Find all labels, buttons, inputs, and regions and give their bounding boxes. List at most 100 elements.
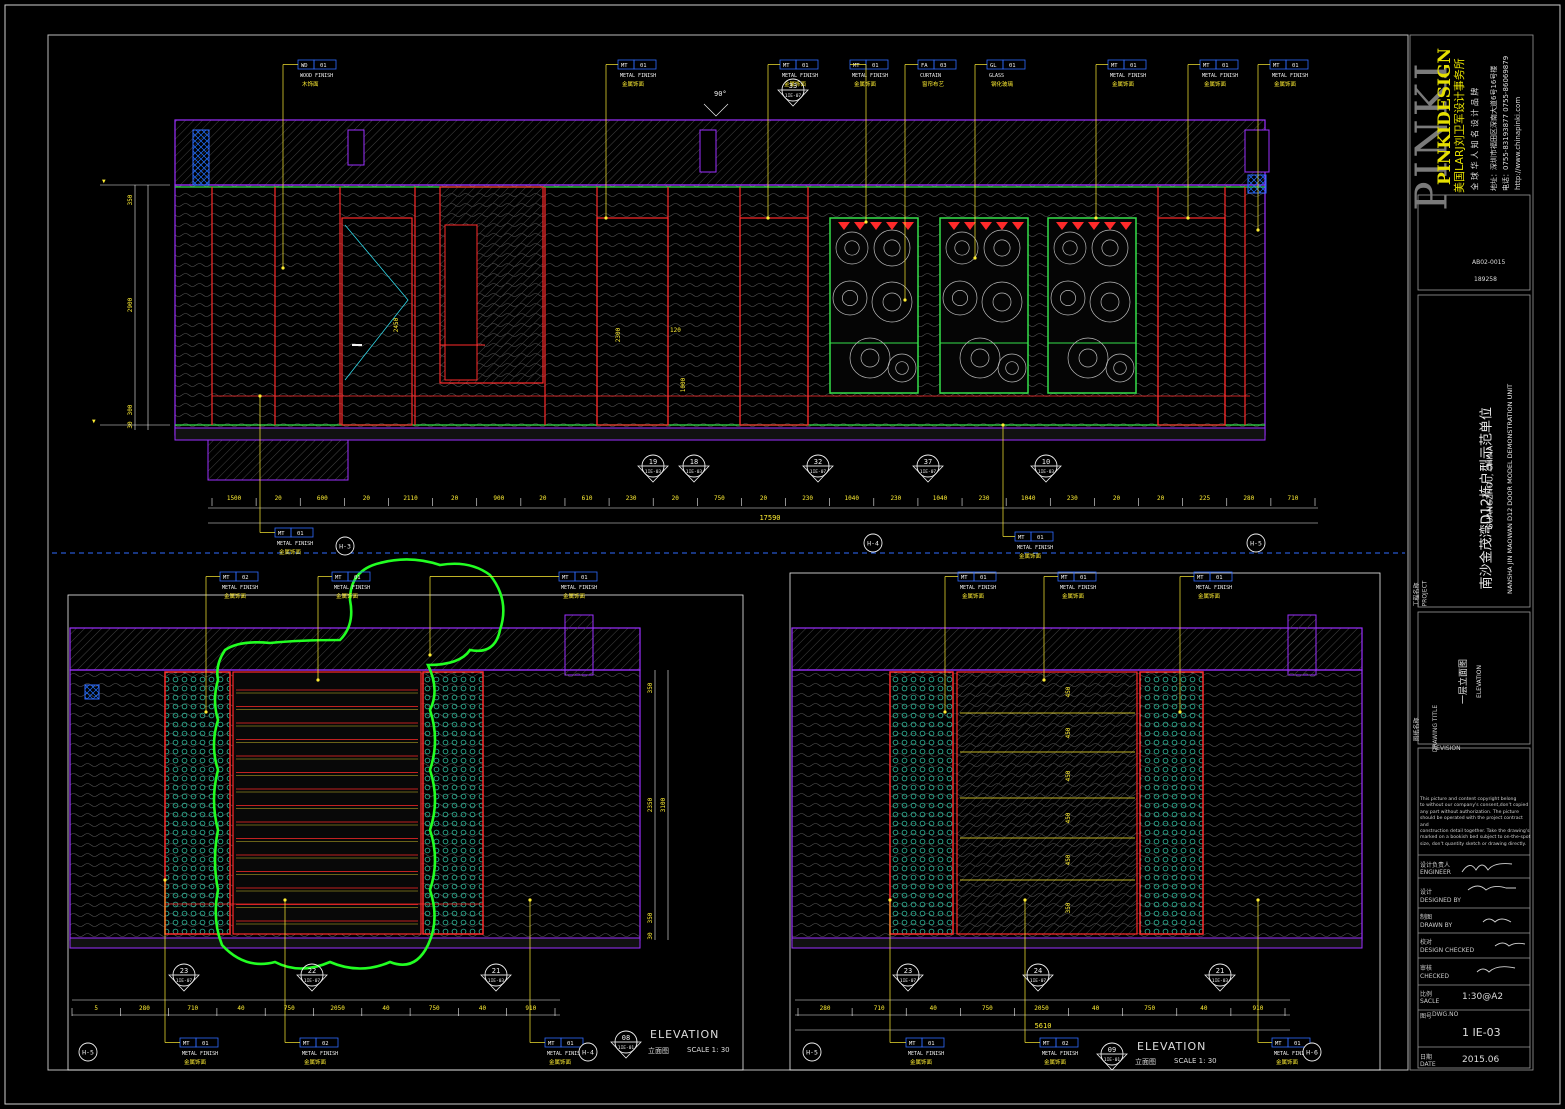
svg-text:910: 910 [1253, 1005, 1264, 1012]
svg-text:金属饰面: 金属饰面 [224, 592, 247, 600]
svg-text:5: 5 [94, 1005, 98, 1012]
svg-text:金属饰面: 金属饰面 [563, 592, 586, 600]
svg-text:GL: GL [990, 63, 997, 69]
svg-text:▼: ▼ [102, 178, 106, 185]
svg-text:MT: MT [783, 63, 790, 69]
svg-text:金属饰面: 金属饰面 [1112, 80, 1135, 88]
svg-text:710: 710 [187, 1005, 198, 1012]
project-en: NANSHA JIN MAOWAN D12 DOOR MODEL DEMONST… [1506, 383, 1514, 594]
drawn-by-label-cn: 制图 [1420, 914, 1433, 921]
svg-text:METAL FINISH: METAL FINISH [277, 541, 313, 547]
svg-text:1IE-01: 1IE-01 [1104, 1057, 1121, 1063]
svg-text:230: 230 [626, 495, 637, 502]
svg-text:1040: 1040 [845, 495, 860, 502]
svg-text:1040: 1040 [1021, 495, 1036, 502]
svg-text:METAL FINISH: METAL FINISH [852, 73, 888, 79]
svg-text:WD: WD [301, 63, 308, 69]
project-label-en: PROJECT [1421, 580, 1429, 607]
svg-text:MT: MT [853, 63, 860, 69]
bl-title-cn: 立面图 [648, 1047, 669, 1055]
drawing-title-label-cn: 图纸名称 [1413, 717, 1421, 742]
svg-text:750: 750 [714, 495, 725, 502]
svg-text:1040: 1040 [933, 495, 948, 502]
scale-value: 1:30@A2 [1462, 992, 1504, 1002]
svg-text:20: 20 [1157, 495, 1165, 502]
svg-text:钢化玻璃: 钢化玻璃 [991, 80, 1014, 88]
svg-text:2050: 2050 [330, 1005, 345, 1012]
brand-slogan: 全 球 华 人 知 名 设 计 品 牌 [1470, 87, 1480, 191]
svg-text:1IE-01: 1IE-01 [618, 1045, 635, 1051]
top-inner-height-3: 1000 [680, 377, 687, 392]
svg-text:01: 01 [1292, 63, 1299, 69]
svg-text:金属饰面: 金属饰面 [1276, 1058, 1299, 1066]
svg-text:750: 750 [1144, 1005, 1155, 1012]
project-label-cn: 工程名称 [1413, 582, 1421, 607]
svg-text:01: 01 [297, 531, 304, 537]
svg-text:H-5: H-5 [1250, 540, 1262, 548]
svg-text:710: 710 [874, 1005, 885, 1012]
br-title: ELEVATION [1137, 1040, 1207, 1053]
svg-text:01: 01 [354, 575, 361, 581]
svg-text:23: 23 [180, 967, 188, 975]
svg-text:METAL FINISH: METAL FINISH [547, 1051, 583, 1057]
br-title-cn: 立面图 [1135, 1058, 1156, 1066]
svg-text:金属饰面: 金属饰面 [549, 1058, 572, 1066]
svg-text:GLASS: GLASS [989, 73, 1004, 79]
svg-text:750: 750 [284, 1005, 295, 1012]
svg-text:1IE-07: 1IE-07 [810, 469, 827, 475]
svg-text:METAL FINISH: METAL FINISH [908, 1051, 944, 1057]
svg-text:金属饰面: 金属饰面 [1019, 552, 1042, 560]
svg-text:METAL FINISH: METAL FINISH [302, 1051, 338, 1057]
svg-text:金属饰面: 金属饰面 [622, 80, 645, 88]
svg-text:METAL FINISH: METAL FINISH [1272, 73, 1308, 79]
svg-text:METAL FINISH: METAL FINISH [1042, 1051, 1078, 1057]
bl-height-1: 350 [647, 682, 654, 693]
svg-text:01: 01 [1216, 575, 1223, 581]
top-total-dim: 17590 [759, 514, 780, 522]
project-id-1: AB02-0015 [1472, 259, 1506, 266]
svg-text:21: 21 [492, 967, 500, 975]
svg-text:40: 40 [382, 1005, 390, 1012]
svg-text:金属饰面: 金属饰面 [854, 80, 877, 88]
revision-notes: This picture and content copyright belon… [1420, 797, 1531, 847]
svg-text:▼: ▼ [92, 418, 96, 425]
dwg-label-cn: 图号 [1420, 1013, 1433, 1020]
address: 地址：深圳市福田区深南大道6号16号楼 [1490, 65, 1498, 191]
svg-text:金属饰面: 金属饰面 [1204, 80, 1227, 88]
svg-text:18: 18 [690, 458, 698, 466]
svg-text:01: 01 [980, 575, 987, 581]
svg-text:01: 01 [872, 63, 879, 69]
svg-text:10: 10 [1042, 458, 1050, 466]
svg-text:金属饰面: 金属饰面 [304, 1058, 327, 1066]
svg-text:MT: MT [1018, 535, 1025, 541]
bl-height-3: 3100 [660, 797, 667, 812]
svg-text:750: 750 [982, 1005, 993, 1012]
svg-text:40: 40 [1200, 1005, 1208, 1012]
design-checked-label: DESIGN CHECKED [1420, 947, 1475, 954]
svg-text:280: 280 [820, 1005, 831, 1012]
svg-text:600: 600 [317, 495, 328, 502]
svg-text:20: 20 [539, 495, 547, 502]
top-height-4: 30 [127, 421, 134, 429]
svg-text:FA: FA [921, 63, 928, 69]
bottom-right-elevation [789, 572, 1381, 1071]
br-scale: SCALE 1: 30 [1174, 1057, 1217, 1065]
svg-text:01: 01 [581, 575, 588, 581]
svg-text:01: 01 [1080, 575, 1087, 581]
website: http://www.chinapinki.com [1514, 96, 1522, 190]
top-height-1: 350 [127, 194, 134, 205]
